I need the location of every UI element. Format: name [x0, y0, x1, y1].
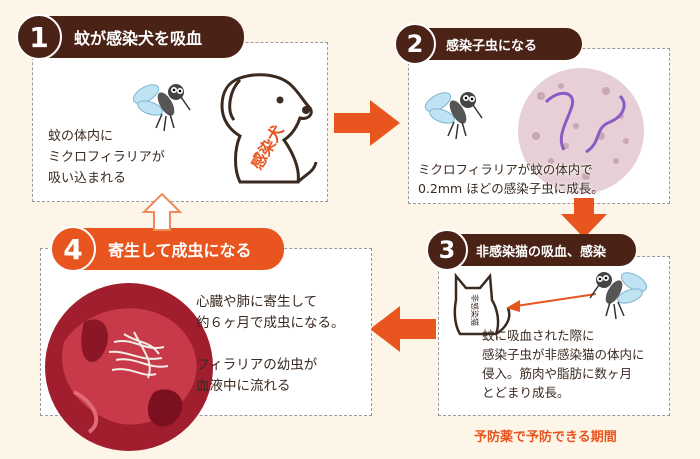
step4-title: 寄生して成虫になる	[108, 241, 252, 260]
mosquito-icon	[132, 84, 191, 132]
step4-header: 4 寄生して成虫になる	[50, 226, 284, 272]
step2-number: 2	[394, 23, 436, 65]
arrow-down-icon	[561, 198, 607, 238]
arrow-right-icon	[334, 100, 400, 146]
step1-title: 蚊が感染犬を吸血	[74, 29, 203, 48]
step3-title: 非感染猫の吸血、感染	[476, 244, 607, 260]
step2-header: 2 感染子虫になる	[394, 23, 582, 65]
bite-arrow-icon	[506, 293, 597, 312]
step3-number: 3	[426, 229, 468, 271]
microscope-image	[518, 68, 644, 194]
step3-text: 蚊に吸血された際に 感染子虫が非感染猫の体内に 侵入。筋肉や脂肪に数ヶ月 とどま…	[482, 328, 645, 400]
step3-header: 3 非感染猫の吸血、感染	[426, 229, 636, 271]
arrow-up-outline-icon	[141, 192, 183, 231]
mosquito-icon	[589, 272, 648, 320]
mosquito-icon	[424, 92, 483, 140]
prevention-note: 予防薬で予防できる期間	[474, 430, 617, 445]
step2-text: ミクロフィラリアが蚊の体内で 0.2mm ほどの感染子虫に成長。	[418, 162, 604, 196]
arrow-left-icon	[370, 306, 436, 352]
dog-icon: 感染犬	[220, 73, 318, 184]
step4-text: 心臓や肺に寄生して 約６ヶ月で成虫になる。 フィラリアの幼虫が 血液中に流れる	[196, 294, 345, 394]
step1-header: 1 蚊が感染犬を吸血	[16, 14, 244, 60]
step1-number: 1	[16, 14, 62, 60]
step4-number: 4	[50, 226, 96, 272]
step1-text: 蚊の体内に ミクロフィラリアが 吸い込まれる	[48, 129, 165, 186]
step2-title: 感染子虫になる	[446, 38, 538, 54]
cat-icon: 非感染猫	[453, 272, 511, 336]
cat-figure-label: 非感染猫	[470, 294, 480, 326]
heart-photo	[45, 283, 213, 451]
